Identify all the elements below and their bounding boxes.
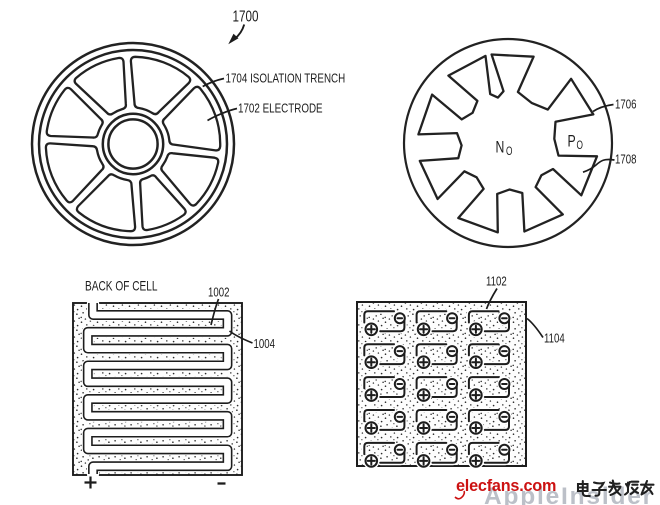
svg-text:1704 ISOLATION TRENCH: 1704 ISOLATION TRENCH bbox=[226, 71, 346, 86]
svg-text:O: O bbox=[577, 140, 584, 153]
svg-text:N: N bbox=[496, 139, 505, 157]
svg-text:elecfans.com: elecfans.com bbox=[456, 477, 556, 495]
svg-text:1702 ELECTRODE: 1702 ELECTRODE bbox=[238, 101, 323, 116]
svg-text:1708: 1708 bbox=[615, 153, 636, 167]
svg-text:BACK OF CELL: BACK OF CELL bbox=[85, 278, 158, 294]
svg-text:1004: 1004 bbox=[254, 338, 276, 352]
svg-text:AppleInsider: AppleInsider bbox=[484, 483, 654, 505]
svg-text:1104: 1104 bbox=[544, 332, 565, 346]
svg-text:1706: 1706 bbox=[615, 98, 636, 112]
svg-text:O: O bbox=[506, 146, 513, 159]
svg-text:1700: 1700 bbox=[233, 7, 259, 25]
svg-text:1102: 1102 bbox=[486, 275, 507, 289]
svg-text:P: P bbox=[568, 133, 576, 151]
svg-text:1002: 1002 bbox=[208, 286, 229, 300]
